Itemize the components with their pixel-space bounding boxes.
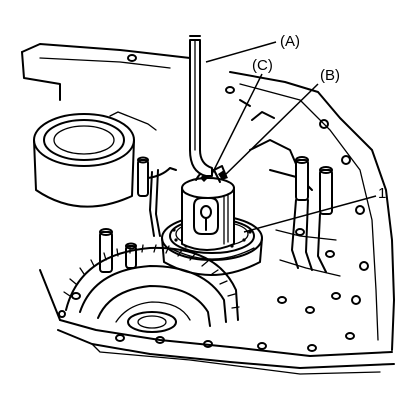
leader-lines (205, 41, 377, 233)
callout-c: (C) (252, 57, 273, 74)
callout-1: 1 (378, 185, 386, 202)
flange-bolt-holes (58, 54, 369, 352)
ring-gear (63, 244, 240, 333)
leader-1 (243, 195, 377, 233)
callout-a: (A) (280, 33, 300, 50)
bearing-bore (33, 111, 157, 208)
valve-pins (99, 156, 177, 273)
leader-c (211, 73, 263, 175)
callout-b: (B) (320, 67, 340, 84)
case-ribs (239, 99, 341, 314)
leader-b (221, 83, 319, 179)
installer-handle (189, 35, 213, 177)
bearing-installer-tool (181, 165, 235, 251)
leader-a (205, 41, 277, 63)
case-housing (21, 43, 395, 375)
